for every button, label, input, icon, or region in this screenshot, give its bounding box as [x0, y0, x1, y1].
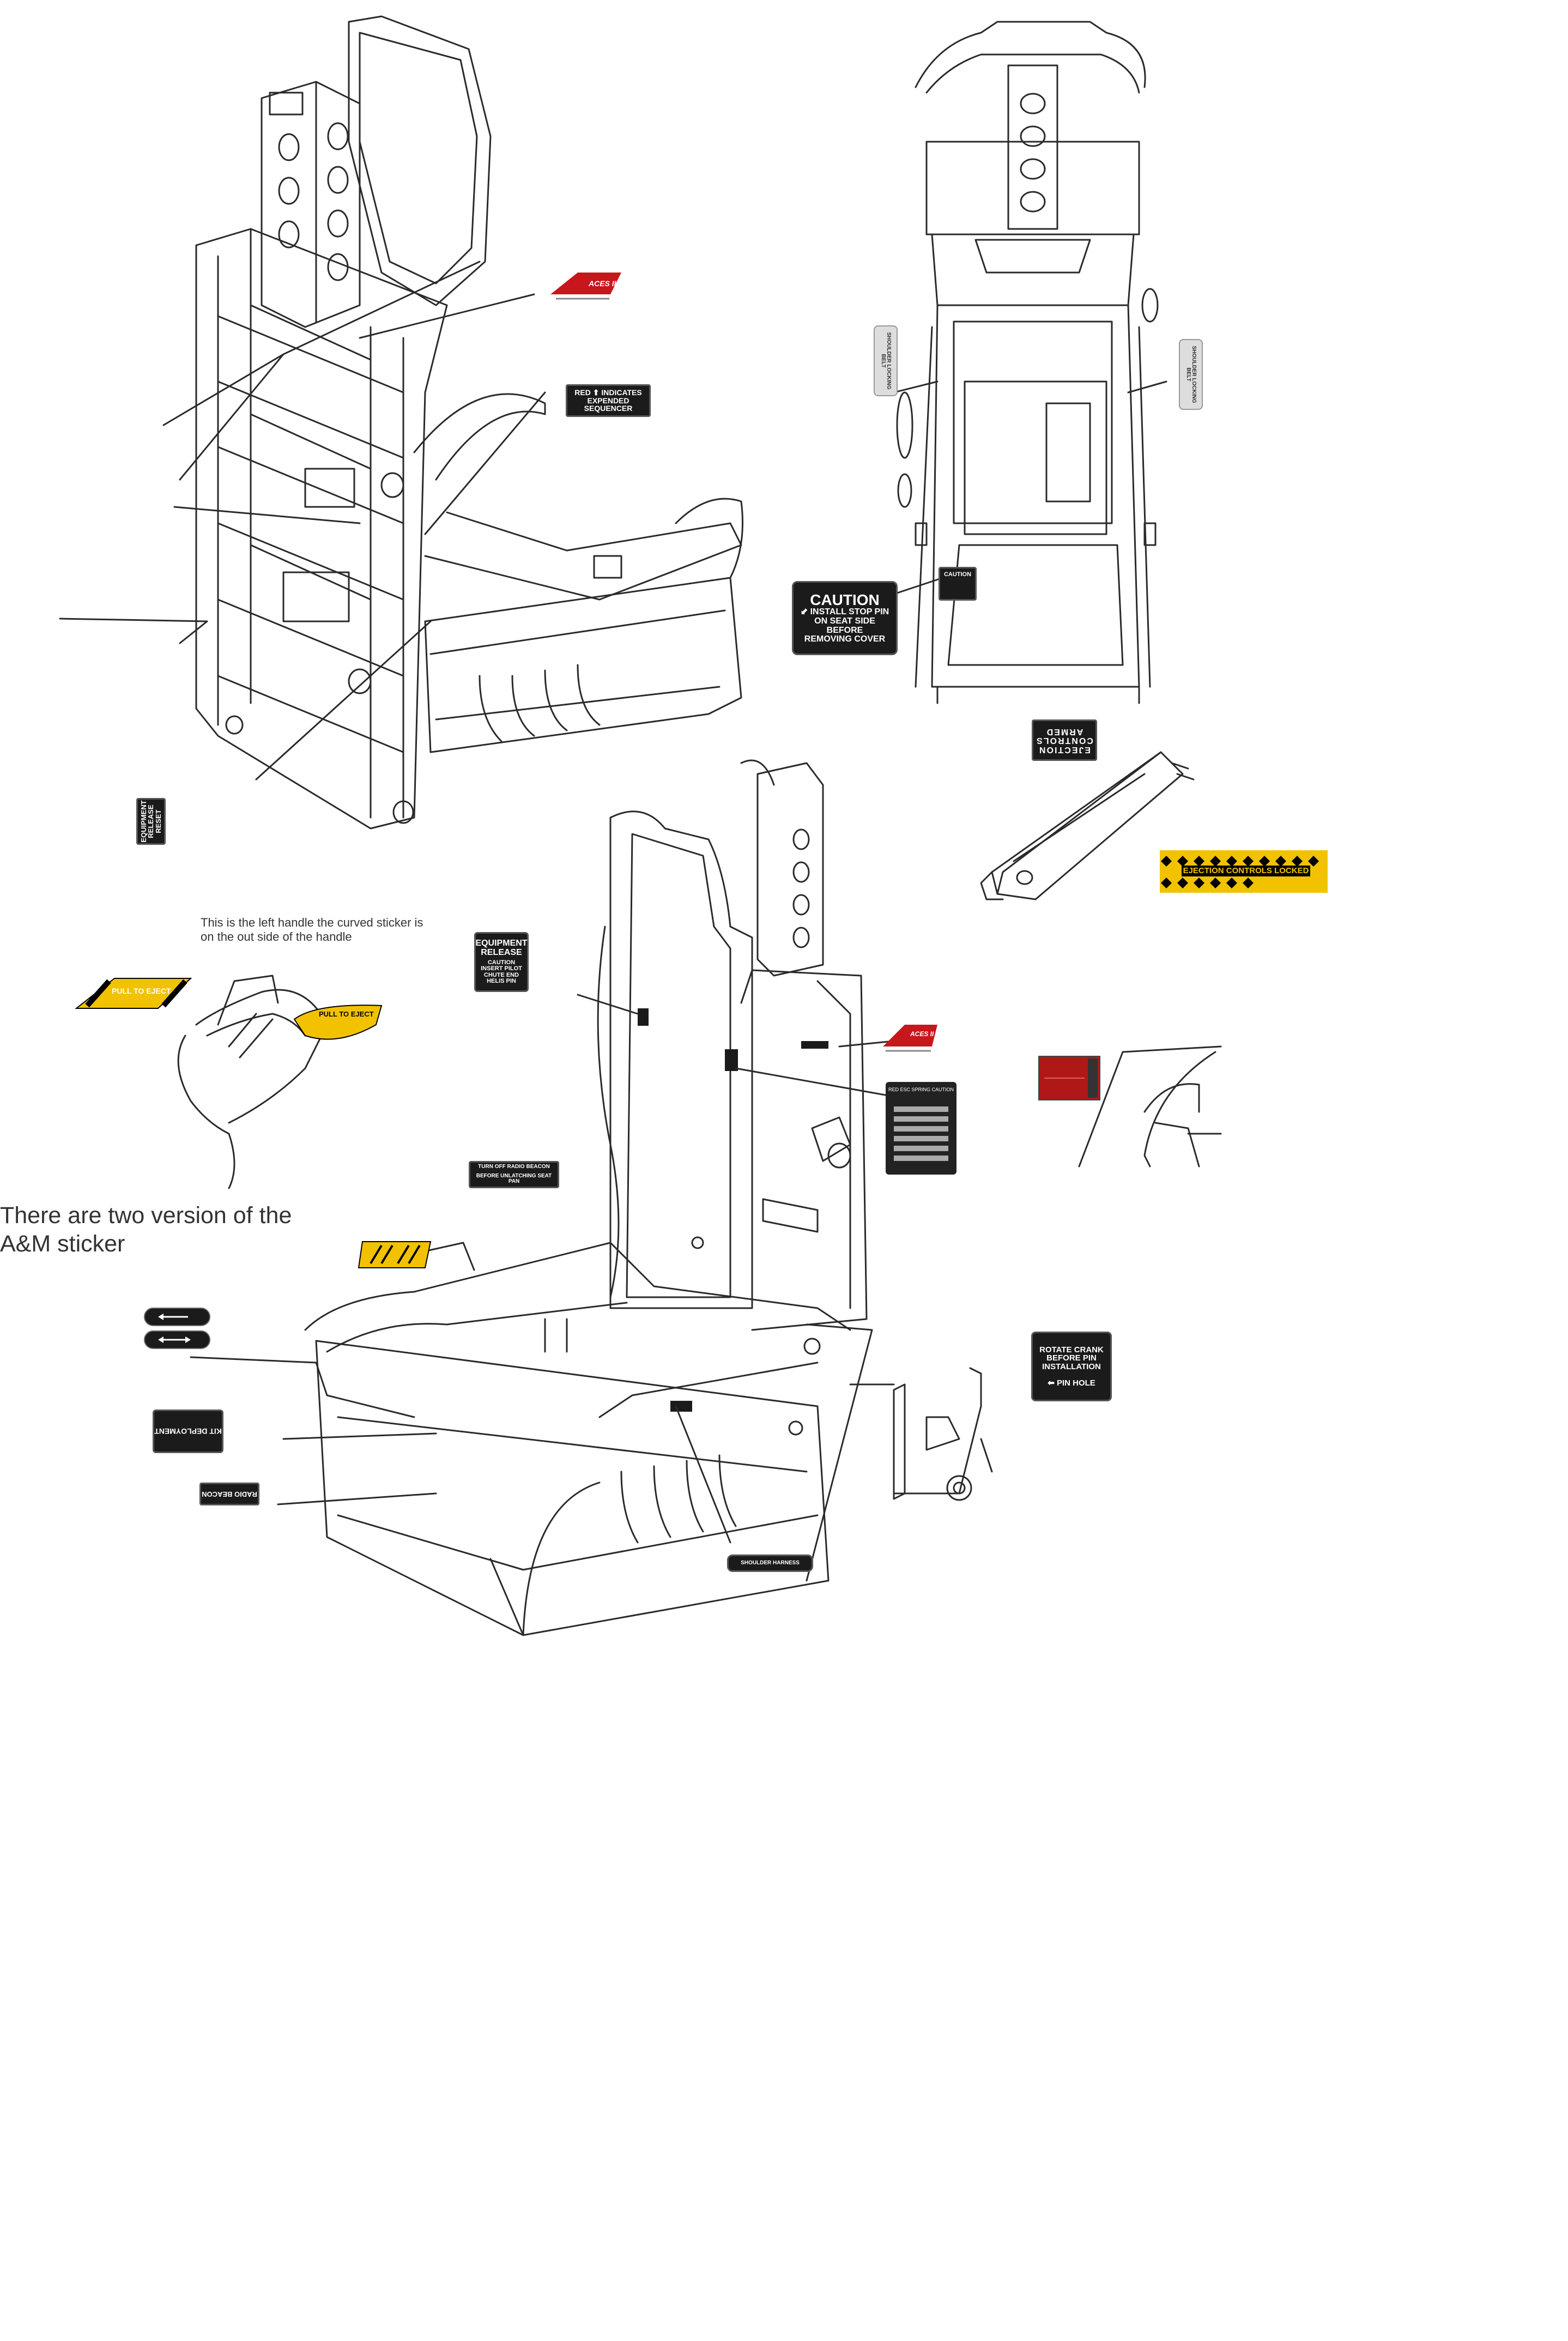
- pull-to-eject-sticker-2: [294, 1005, 382, 1039]
- equipment-release-body: INSERT PILOT CHUTE END HELIS PIN: [481, 965, 522, 985]
- am-arrow-sticker-1: [144, 1308, 210, 1326]
- seat-top-view: [894, 22, 1166, 703]
- kit-deployment-sticker: KIT DEPLOYMENT: [153, 1410, 223, 1453]
- red-indicates-line2: EXPENDED SEQUENCER: [584, 396, 633, 413]
- pull-to-eject-text-2: PULL TO EJECT: [319, 1010, 374, 1018]
- am-sticker-note: There are two version of the A&M sticker: [0, 1202, 292, 1257]
- small-caution-sticker: CAUTION: [939, 567, 977, 601]
- equipment-release-reset-sticker: EQUIPMENT RELEASE RESET: [136, 798, 166, 845]
- ejection-controls-locked-sticker: [1160, 850, 1328, 893]
- ejection-controls-locked-text: EJECTION CONTROLS LOCKED: [1183, 866, 1309, 875]
- red-indicates-sticker: RED ⬆ INDICATES EXPENDED SEQUENCER: [566, 384, 651, 417]
- equipment-release-title: EQUIPMENT RELEASE: [475, 939, 528, 957]
- red-indicates-line1: INDICATES: [601, 388, 642, 397]
- caution-title: CAUTION: [810, 591, 880, 608]
- caution-body3: BEFORE: [826, 625, 863, 635]
- rotate-crank-sticker: ROTATE CRANK BEFORE PIN INSTALLATION ⬅ P…: [1031, 1332, 1112, 1401]
- turn-off-beacon-line2: BEFORE UNLATCHING SEAT PAN: [476, 1172, 552, 1185]
- caution-stop-pin-sticker: CAUTION ⬋ INSTALL STOP PIN ON SEAT SIDE …: [792, 581, 898, 655]
- rotate-crank-line3: INSTALLATION: [1042, 1362, 1101, 1371]
- red-indicates-word: RED: [574, 388, 591, 397]
- strap-detail: [1079, 1047, 1221, 1166]
- aces-logo-sticker-1: [550, 273, 621, 299]
- arming-handle-detail: [981, 752, 1194, 899]
- pull-to-eject-sticker-1: [76, 978, 191, 1008]
- radio-beacon-sticker: RADIO BEACON: [199, 1483, 259, 1505]
- pin-hole-text: PIN HOLE: [1056, 1378, 1095, 1388]
- shoulder-locking-belt-left: SHOULDER LOCKING BELT: [874, 325, 898, 396]
- shoulder-harness-sticker: SHOULDER HARNESS: [727, 1554, 813, 1572]
- left-handle-detail: [178, 976, 327, 1188]
- aces-logo-text-1: ACES II: [589, 279, 616, 288]
- caution-body2: ON SEAT SIDE: [814, 616, 875, 626]
- pin-detail: [894, 1368, 992, 1500]
- red-warning-placard: [1039, 1056, 1100, 1100]
- data-plate-title: RED ESC SPRING CAUTION: [888, 1087, 954, 1092]
- caution-body1: INSTALL STOP PIN: [810, 607, 889, 617]
- data-plate-sticker: [886, 1082, 956, 1175]
- caution-body4: REMOVING COVER: [804, 634, 886, 644]
- aces-logo-text-2: ACES II: [910, 1030, 934, 1038]
- am-sticker-yellow: [359, 1242, 431, 1268]
- seat-rear-view: [60, 16, 743, 828]
- am-arrow-sticker-2: [144, 1331, 210, 1348]
- turn-off-beacon-line1: TURN OFF RADIO BEACON: [478, 1164, 550, 1170]
- equipment-release-caution: CAUTION: [487, 959, 516, 966]
- seat-front-view: [191, 760, 894, 1635]
- turn-off-beacon-sticker: TURN OFF RADIO BEACON BEFORE UNLATCHING …: [469, 1161, 559, 1188]
- equipment-release-sticker: EQUIPMENT RELEASE CAUTION INSERT PILOT C…: [474, 932, 529, 992]
- left-handle-note: This is the left handle the curved stick…: [201, 916, 423, 944]
- ejection-controls-armed-sticker: EJECTION CONTROLS ARMED: [1032, 719, 1097, 761]
- shoulder-locking-belt-right: SHOULDER LOCKING BELT: [1179, 339, 1203, 410]
- aces-logo-sticker-2: [883, 1025, 937, 1051]
- pull-to-eject-text-1: PULL TO EJECT: [112, 987, 171, 995]
- rotate-crank-line2: BEFORE PIN: [1046, 1353, 1097, 1363]
- rotate-crank-line1: ROTATE CRANK: [1039, 1345, 1104, 1354]
